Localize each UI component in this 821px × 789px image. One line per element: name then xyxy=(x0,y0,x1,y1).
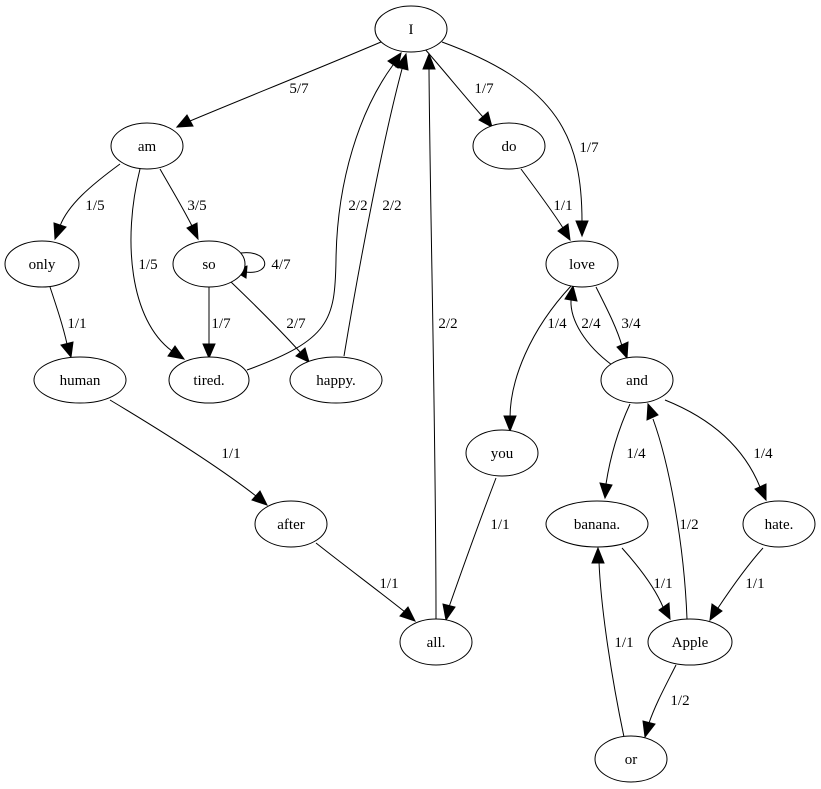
node-am: am xyxy=(110,122,184,170)
node-you: you xyxy=(465,429,539,477)
edge-happy-I xyxy=(343,52,409,357)
node-label-happy: happy. xyxy=(316,373,355,389)
edge-or-banana xyxy=(591,546,625,738)
node-or: or xyxy=(594,735,668,783)
edge-all-I xyxy=(422,52,437,621)
edge-and-hate xyxy=(664,399,767,502)
edge-love-you xyxy=(503,285,572,433)
node-label-tired: tired. xyxy=(193,373,224,389)
edge-label-happy-I: 2/2 xyxy=(382,198,401,214)
node-label-love: love xyxy=(569,257,595,273)
edge-love-and xyxy=(595,286,629,360)
edge-label-all-I: 2/2 xyxy=(438,316,457,332)
edge-label-love-you: 1/4 xyxy=(547,316,567,332)
node-only: only xyxy=(4,240,80,288)
edge-label-you-all: 1/1 xyxy=(490,517,509,533)
edge-human-after xyxy=(109,399,268,506)
node-so: so xyxy=(172,240,246,288)
edge-do-love xyxy=(520,168,571,242)
edge-so-happy xyxy=(230,281,310,363)
edge-label-human-after: 1/1 xyxy=(221,446,240,462)
edge-tired-I xyxy=(246,51,402,371)
edge-label-after-all: 1/1 xyxy=(379,576,398,592)
edge-label-and-banana: 1/4 xyxy=(626,446,646,462)
node-label-all: all. xyxy=(427,635,446,651)
edge-label-am-tired: 1/5 xyxy=(138,257,157,273)
edge-label-tired-I: 2/2 xyxy=(348,198,367,214)
edge-label-am-only: 1/5 xyxy=(85,198,104,214)
edge-so-tired xyxy=(202,287,216,360)
edge-hate-apple xyxy=(709,547,764,622)
node-label-apple: Apple xyxy=(672,635,709,651)
edge-and-love xyxy=(564,284,613,366)
edge-label-I-am: 5/7 xyxy=(289,81,309,97)
node-label-banana: banana. xyxy=(574,517,620,533)
node-banana: banana. xyxy=(545,500,649,548)
edge-label-apple-and: 1/2 xyxy=(679,517,698,533)
edge-after-all xyxy=(315,542,416,622)
node-label-you: you xyxy=(491,446,514,462)
node-label-do: do xyxy=(502,139,517,155)
edge-only-human xyxy=(49,286,74,359)
node-all: all. xyxy=(399,618,473,666)
edge-label-banana-apple: 1/1 xyxy=(653,576,672,592)
edge-label-so-so: 4/7 xyxy=(271,257,291,273)
node-and: and xyxy=(600,356,674,404)
node-apple: Apple xyxy=(647,618,733,666)
edge-label-only-human: 1/1 xyxy=(67,316,86,332)
edge-label-am-so: 3/5 xyxy=(187,198,206,214)
node-I: I xyxy=(374,5,448,53)
edge-label-I-do: 1/7 xyxy=(474,81,494,97)
edge-am-tired xyxy=(130,168,186,360)
edge-am-only xyxy=(53,163,121,241)
node-love: love xyxy=(545,240,619,288)
node-label-hate: hate. xyxy=(765,517,794,533)
edge-label-hate-apple: 1/1 xyxy=(745,576,764,592)
node-happy: happy. xyxy=(289,356,383,404)
edge-label-and-love: 2/4 xyxy=(581,316,601,332)
node-label-and: and xyxy=(626,373,648,389)
edge-banana-apple xyxy=(621,547,671,621)
edge-label-I-love: 1/7 xyxy=(579,140,599,156)
node-label-I: I xyxy=(409,22,414,38)
edge-label-so-tired: 1/7 xyxy=(211,316,231,332)
edge-and-banana xyxy=(599,403,631,500)
edge-apple-and xyxy=(646,402,688,620)
node-do: do xyxy=(472,122,546,170)
edge-I-am xyxy=(175,41,382,128)
node-label-after: after xyxy=(277,517,304,533)
edge-apple-or xyxy=(642,664,677,739)
node-human: human xyxy=(33,356,127,404)
edge-label-apple-or: 1/2 xyxy=(670,693,689,709)
edge-you-all xyxy=(442,477,497,622)
edge-label-and-hate: 1/4 xyxy=(753,446,773,462)
node-label-or: or xyxy=(625,752,638,768)
edge-I-do xyxy=(423,47,493,128)
edge-am-so xyxy=(159,168,199,241)
edge-label-love-and: 3/4 xyxy=(621,316,641,332)
edge-label-do-love: 1/1 xyxy=(553,198,572,214)
node-label-only: only xyxy=(29,257,56,273)
node-label-am: am xyxy=(138,139,157,155)
edge-label-or-banana: 1/1 xyxy=(614,635,633,651)
edge-I-love xyxy=(441,41,589,238)
node-tired: tired. xyxy=(168,356,250,404)
node-after: after xyxy=(254,500,328,548)
edge-label-so-happy: 2/7 xyxy=(286,316,306,332)
node-label-so: so xyxy=(202,257,215,273)
node-hate: hate. xyxy=(742,500,816,548)
node-label-human: human xyxy=(60,373,101,389)
